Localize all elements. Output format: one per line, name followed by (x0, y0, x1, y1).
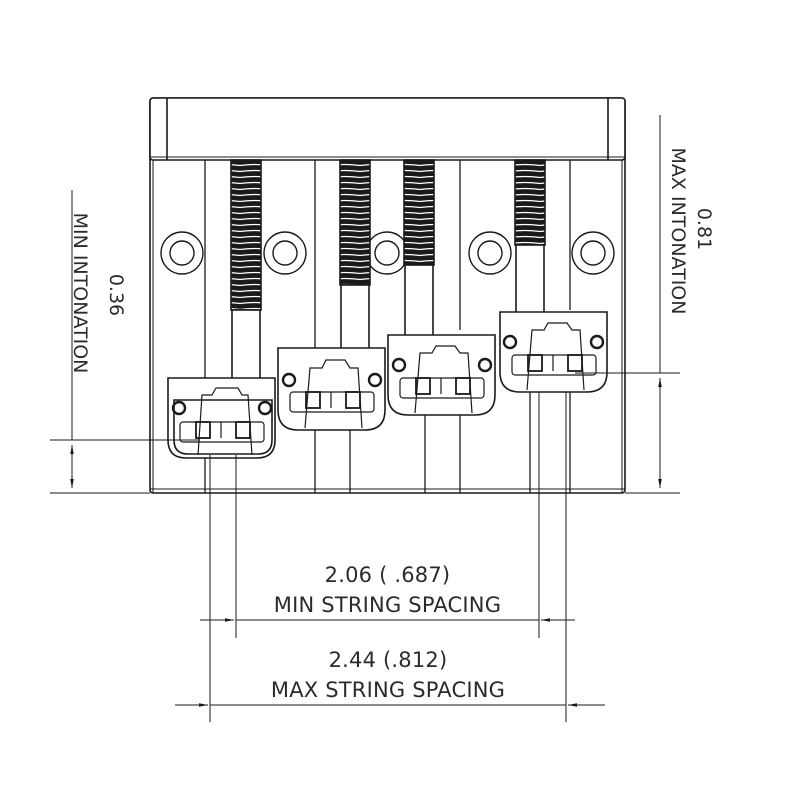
max-string-spacing-value: 2.44 (.812) (328, 648, 448, 672)
max-intonation-label: MAX INTONATION (667, 147, 689, 315)
mounting-hole-1 (160, 231, 204, 275)
min-intonation-dimension (50, 190, 200, 494)
saddle-2 (277, 347, 386, 431)
mounting-hole-2 (263, 231, 307, 275)
min-intonation-value: 0.36 (105, 273, 127, 317)
saddle-3 (387, 334, 496, 416)
saddle-4 (499, 311, 608, 393)
mounting-holes (160, 231, 615, 275)
min-string-spacing-label: MIN STRING SPACING (273, 593, 502, 617)
saddle-1 (167, 377, 276, 459)
min-string-spacing-value: 2.06 ( .687) (324, 563, 451, 587)
channel-lines (204, 160, 571, 493)
mounting-hole-4 (468, 231, 512, 275)
max-intonation-dimension (575, 115, 680, 494)
min-intonation-label: MIN INTONATION (69, 212, 91, 374)
string-spacing-extension-lines (209, 392, 567, 722)
max-intonation-value: 0.81 (693, 207, 715, 251)
max-string-spacing-label: MAX STRING SPACING (270, 678, 506, 702)
mounting-hole-5 (571, 231, 615, 275)
